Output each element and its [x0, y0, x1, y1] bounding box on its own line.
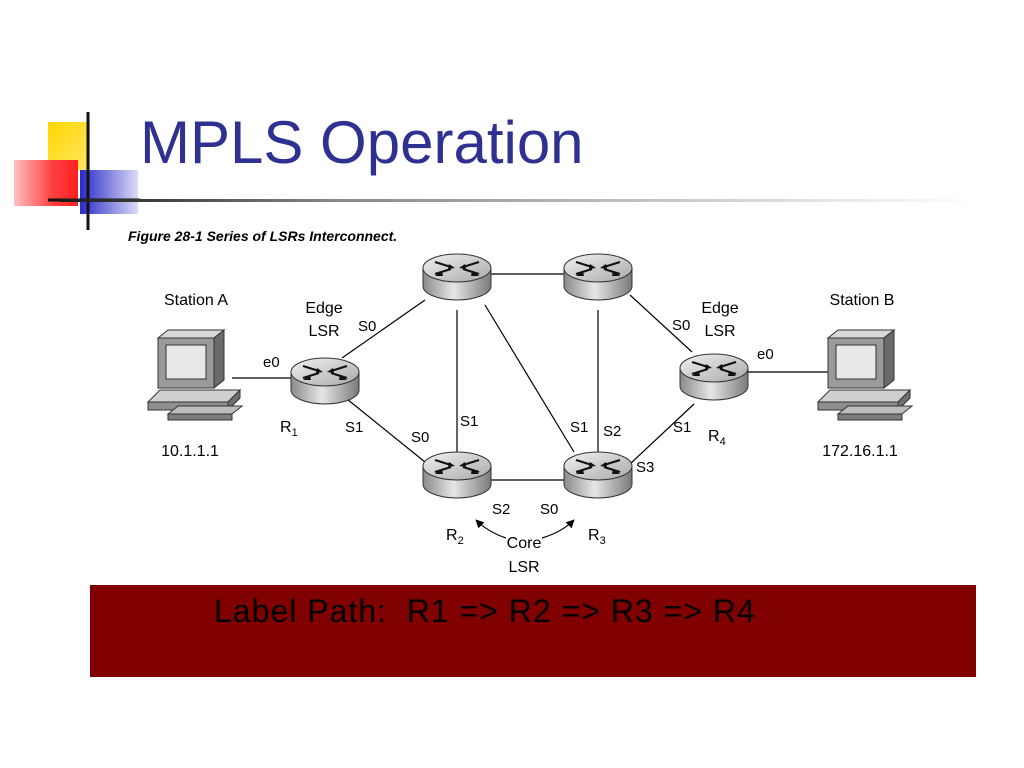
port-r2-s0: S0 [411, 429, 429, 446]
deco-red-square [14, 160, 78, 206]
router-top-right [562, 252, 634, 302]
router-r4 [678, 352, 750, 402]
edge-left-label-line2: LSR [308, 323, 339, 340]
port-r4-s1: S1 [673, 419, 691, 436]
link-r1-r2 [341, 394, 426, 463]
port-r3-s0: S0 [540, 501, 558, 518]
edge-left-label-line1: Edge [305, 300, 342, 317]
station-a-label: Station A [164, 292, 228, 309]
figure-caption: Figure 28-1 Series of LSRs Interconnect. [128, 228, 397, 244]
station-b-ip: 172.16.1.1 [822, 443, 898, 460]
router-r2 [421, 450, 493, 500]
core-arrow-right [541, 519, 575, 539]
port-r3-s2: S2 [603, 423, 621, 440]
port-r3-s1: S1 [570, 419, 588, 436]
router-r4-label: R4 [708, 428, 726, 448]
label-path-text: Label Path: R1 => R2 => R3 => R4 [214, 593, 756, 629]
core-label-line1: Core [507, 535, 542, 552]
label-path-banner [90, 585, 976, 677]
deco-blue-square [80, 170, 138, 214]
station-a-computer [147, 329, 243, 421]
router-r1 [289, 356, 361, 406]
link-top-left-r3 [484, 304, 575, 453]
port-r4-s0: S0 [672, 317, 690, 334]
port-r3-s3: S3 [636, 459, 654, 476]
station-b-label: Station B [830, 292, 895, 309]
station-b-computer [817, 329, 913, 421]
port-r4-e0: e0 [757, 346, 774, 363]
router-r3 [562, 450, 634, 500]
link-top-right-r4 [629, 294, 693, 353]
slide-title: MPLS Operation [140, 109, 584, 176]
port-r1-e0: e0 [263, 354, 280, 371]
port-r1-s1: S1 [345, 419, 363, 436]
core-arrow-left [475, 519, 507, 539]
router-r3-label: R3 [588, 527, 606, 547]
edge-right-label-line2: LSR [704, 323, 735, 340]
station-a-ip: 10.1.1.1 [161, 443, 219, 460]
port-r2-s2: S2 [492, 501, 510, 518]
router-r1-label: R1 [280, 419, 298, 439]
port-r1-s0: S0 [358, 318, 376, 335]
router-top-left [421, 252, 493, 302]
router-r2-label: R2 [446, 527, 464, 547]
core-label-line2: LSR [508, 559, 539, 576]
port-r2-s1: S1 [460, 413, 478, 430]
link-r1-top-left [341, 299, 426, 359]
link-r3-r4 [629, 403, 695, 465]
mpls-network-diagram: Figure 28-1 Series of LSRs Interconnect.… [128, 228, 913, 576]
title-underline [60, 199, 980, 202]
edge-right-label-line1: Edge [701, 300, 738, 317]
